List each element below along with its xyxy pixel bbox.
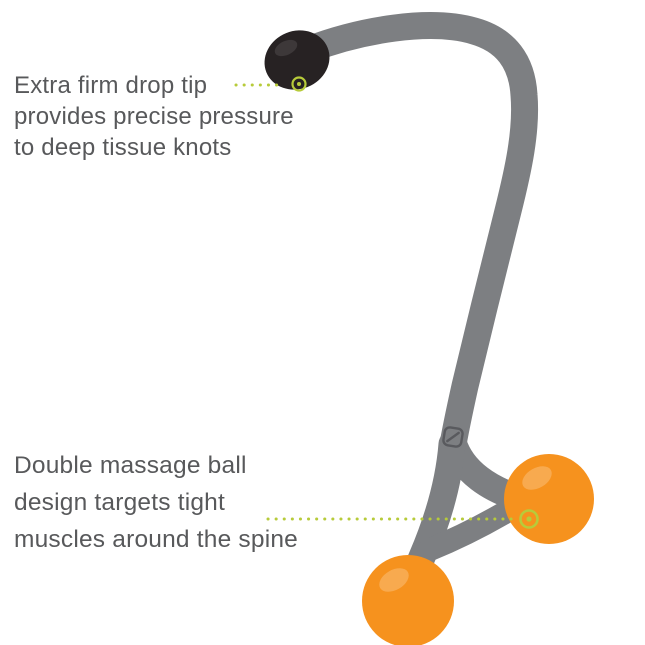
annotation-drop-tip-line-3: to deep tissue knots (14, 134, 232, 161)
drop-tip-target-dot-icon (297, 82, 301, 86)
cane-shaft (294, 12, 539, 464)
annotation-massage-balls-line-1: Double massage ball (14, 452, 247, 479)
annotation-drop-tip: Extra firm drop tip provides precise pre… (14, 70, 294, 163)
logo-outline (442, 426, 464, 448)
massage-ball-right-highlight (522, 466, 552, 490)
drop-tip-highlight (274, 39, 298, 57)
annotation-massage-balls-line-3: muscles around the spine (14, 526, 298, 553)
annotation-massage-balls: Double massage ball design targets tight… (14, 447, 298, 558)
massage-ball-bottom-highlight (379, 568, 409, 592)
annotation-massage-balls-line-2: design targets tight (14, 489, 226, 516)
triggerpoint-logo-icon (442, 426, 464, 448)
ball-target-dot-icon (526, 516, 532, 522)
drop-tip (264, 30, 330, 90)
annotation-drop-tip-line-1: Extra firm drop tip (14, 72, 208, 99)
massage-ball-right (504, 454, 594, 544)
ball-target-ring-icon (519, 509, 539, 529)
logo-slash (446, 431, 460, 443)
drop-tip-target-ring-icon (291, 76, 307, 92)
massage-ball-bottom (362, 555, 454, 645)
annotation-drop-tip-line-2: provides precise pressure (14, 103, 294, 130)
